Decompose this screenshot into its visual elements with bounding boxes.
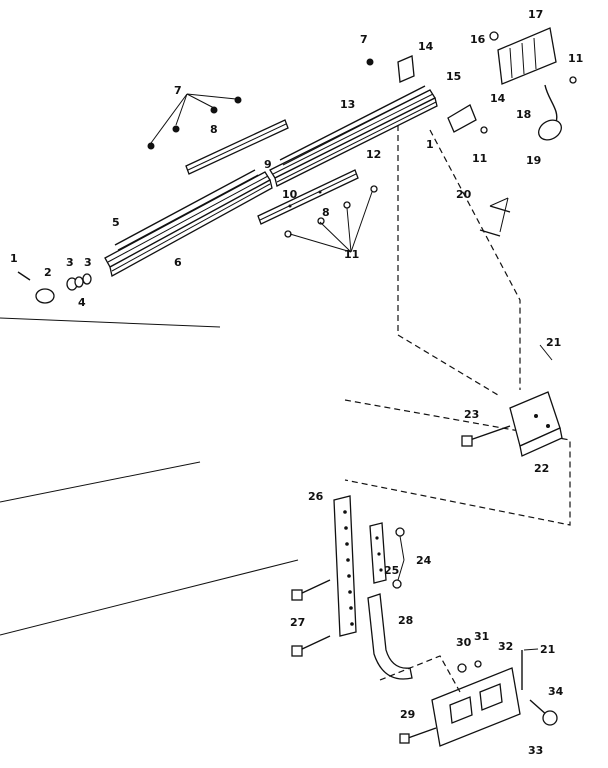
callout-12: 12 bbox=[366, 148, 381, 161]
callout-11: 11 bbox=[568, 52, 583, 65]
rail-section-rear bbox=[269, 85, 438, 187]
screw-20 bbox=[489, 205, 511, 213]
callout-1: 1 bbox=[10, 252, 18, 265]
assembly-line bbox=[429, 129, 521, 390]
callout-10: 10 bbox=[282, 188, 298, 201]
bolt-23 bbox=[461, 425, 511, 447]
rail-section-front bbox=[104, 169, 273, 277]
plug bbox=[538, 119, 562, 141]
callout-19: 19 bbox=[526, 154, 541, 167]
callout-7: 7 bbox=[360, 33, 368, 46]
mounting-bracket-22 bbox=[509, 391, 563, 457]
strap-25 bbox=[369, 522, 387, 584]
assembly-line bbox=[379, 655, 461, 693]
end-fasteners bbox=[17, 271, 92, 304]
callout-25: 25 bbox=[384, 564, 399, 577]
washer-30 bbox=[457, 663, 467, 673]
callout-24: 24 bbox=[416, 554, 432, 567]
stray-line bbox=[0, 461, 201, 503]
bracket-14 bbox=[397, 55, 415, 83]
callout-14: 14 bbox=[490, 92, 506, 105]
callout-28: 28 bbox=[398, 614, 413, 627]
callout-34: 34 bbox=[548, 685, 564, 698]
callout-14: 14 bbox=[418, 40, 434, 53]
bolts-and-nuts bbox=[147, 58, 577, 238]
bracket-lower bbox=[257, 169, 359, 225]
callout-3: 3 bbox=[66, 256, 74, 269]
callout-13: 13 bbox=[340, 98, 355, 111]
callout-6: 6 bbox=[174, 256, 182, 269]
bent-strap-28 bbox=[367, 593, 413, 680]
callout-4: 4 bbox=[78, 296, 86, 309]
callout-1: 1 bbox=[426, 138, 434, 151]
callout-15: 15 bbox=[446, 70, 461, 83]
bracket-14-lower bbox=[447, 104, 477, 133]
callout-33: 33 bbox=[528, 744, 543, 757]
stray-line bbox=[0, 317, 221, 328]
stray-line bbox=[0, 559, 299, 636]
callout-2: 2 bbox=[44, 266, 52, 279]
nut-24 bbox=[395, 527, 405, 537]
wall-plate-32 bbox=[431, 667, 521, 747]
callout-26: 26 bbox=[308, 490, 324, 503]
power-cord bbox=[544, 84, 558, 123]
nut-31 bbox=[474, 660, 482, 668]
callout-11: 11 bbox=[472, 152, 487, 165]
assembly-line bbox=[397, 125, 499, 396]
callout-9: 9 bbox=[264, 158, 272, 171]
nut-24 bbox=[392, 579, 402, 589]
bolt-29 bbox=[399, 727, 437, 744]
callout-8: 8 bbox=[322, 206, 330, 219]
leader-lines bbox=[150, 93, 553, 651]
callout-23: 23 bbox=[464, 408, 479, 421]
callout-30: 30 bbox=[456, 636, 472, 649]
bolt-27 bbox=[291, 579, 331, 657]
callout-27: 27 bbox=[290, 616, 305, 629]
callout-16: 16 bbox=[470, 33, 486, 46]
callout-5: 5 bbox=[112, 216, 120, 229]
callout-11: 11 bbox=[344, 248, 359, 261]
callout-21: 21 bbox=[546, 336, 561, 349]
callout-3: 3 bbox=[84, 256, 92, 269]
callout-21: 21 bbox=[540, 643, 555, 656]
callout-32: 32 bbox=[498, 640, 513, 653]
callout-31: 31 bbox=[474, 630, 489, 643]
bracket-upper bbox=[185, 119, 289, 175]
knob-34 bbox=[542, 710, 558, 726]
callout-7: 7 bbox=[174, 84, 182, 97]
callout-22: 22 bbox=[534, 462, 549, 475]
assembly-line bbox=[344, 399, 571, 526]
angle-iron-26 bbox=[333, 495, 357, 637]
callout-17: 17 bbox=[528, 8, 543, 21]
callout-8: 8 bbox=[210, 123, 218, 136]
callout-18: 18 bbox=[516, 108, 531, 121]
callout-20: 20 bbox=[456, 188, 472, 201]
callout-29: 29 bbox=[400, 708, 415, 721]
terminal-block bbox=[489, 27, 557, 85]
